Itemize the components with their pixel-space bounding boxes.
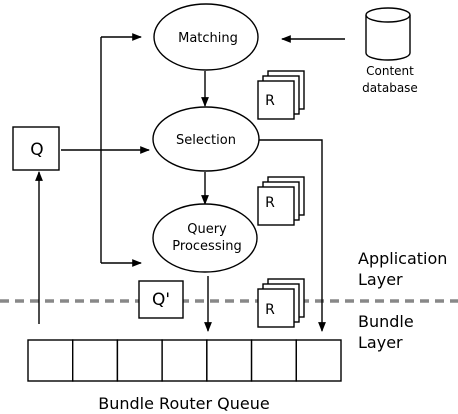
content-database: Content database bbox=[362, 7, 418, 95]
result-page-front bbox=[257, 80, 295, 120]
application-layer-line1: Application bbox=[358, 249, 447, 268]
query-processing-label-line2: Processing bbox=[172, 239, 241, 254]
application-layer-label: Application Layer bbox=[358, 249, 447, 289]
bundle-layer-line1: Bundle bbox=[358, 312, 414, 331]
query-box-frame bbox=[12, 126, 60, 171]
node-matching: Matching bbox=[153, 3, 259, 71]
selection-label: Selection bbox=[176, 133, 236, 148]
query-processing-ellipse bbox=[152, 203, 258, 273]
selection-ellipse bbox=[152, 106, 260, 172]
bundle-router-queue bbox=[27, 339, 342, 382]
query-box: Q bbox=[12, 126, 60, 171]
queue-slot bbox=[116, 339, 163, 382]
database-label-line1: Content bbox=[366, 64, 414, 78]
result-stack-1: R bbox=[257, 70, 305, 120]
query-processing-label-line1: Query bbox=[187, 222, 227, 237]
queue-slot bbox=[72, 339, 119, 382]
queue-slot bbox=[161, 339, 208, 382]
node-query-processing: Query Processing bbox=[152, 203, 258, 273]
result-stack-3: R bbox=[257, 278, 305, 328]
matching-label: Matching bbox=[178, 31, 238, 46]
database-icon-top bbox=[365, 7, 411, 23]
queue-slot bbox=[250, 339, 297, 382]
result-label: R bbox=[265, 93, 275, 109]
node-selection: Selection bbox=[152, 106, 260, 172]
matching-ellipse bbox=[153, 3, 259, 71]
query-prime-box-label: Q' bbox=[152, 290, 170, 310]
database-label-line2: database bbox=[362, 81, 418, 95]
queue-slot bbox=[206, 339, 253, 382]
query-box-label: Q bbox=[30, 140, 43, 160]
result-page-front bbox=[257, 288, 295, 328]
query-prime-box-frame bbox=[138, 280, 184, 319]
bundle-layer-line2: Layer bbox=[358, 333, 403, 352]
result-stack-2: R bbox=[257, 176, 305, 226]
arrow-selection-to-queue bbox=[259, 139, 326, 332]
query-prime-box: Q' bbox=[138, 280, 184, 319]
queue-slot bbox=[27, 339, 74, 382]
result-label: R bbox=[265, 302, 275, 318]
bundle-layer-label: Bundle Layer bbox=[358, 312, 414, 352]
queue-slot bbox=[295, 339, 342, 382]
database-icon bbox=[365, 15, 411, 61]
result-label: R bbox=[265, 195, 275, 211]
result-page-front bbox=[257, 186, 295, 226]
connectors bbox=[35, 33, 345, 332]
queue-label: Bundle Router Queue bbox=[98, 394, 269, 413]
application-layer-line2: Layer bbox=[358, 270, 403, 289]
